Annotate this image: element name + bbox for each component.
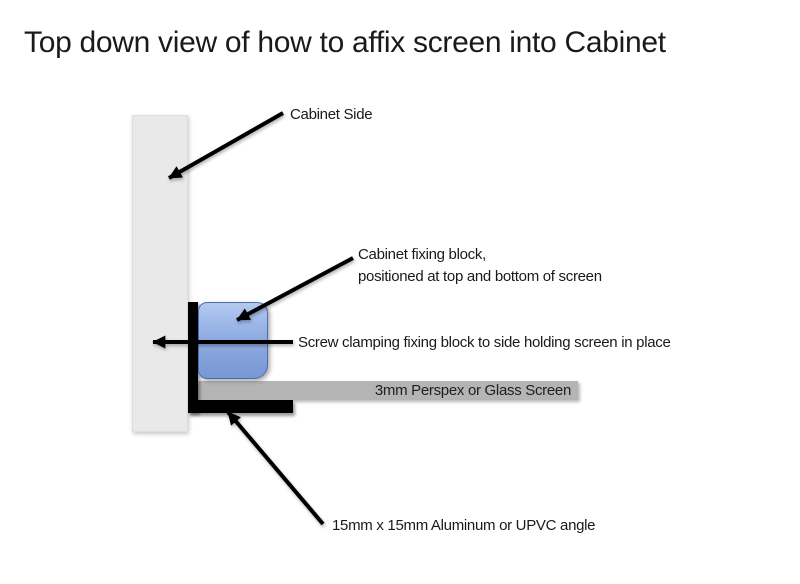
angle-bracket-horizontal-shape: [188, 400, 293, 413]
fixing-block-label-line1: Cabinet fixing block,: [358, 246, 486, 263]
angle-label: 15mm x 15mm Aluminum or UPVC angle: [332, 517, 596, 534]
cabinet-side-shape: [132, 115, 188, 432]
fixing-block-shape: [198, 302, 268, 379]
fixing-block-label-line2: positioned at top and bottom of screen: [358, 268, 602, 285]
page-title: Top down view of how to affix screen int…: [24, 26, 666, 59]
screw-clamp-label: Screw clamping fixing block to side hold…: [298, 334, 671, 351]
angle-arrow: [226, 410, 325, 526]
fixing-block-label: Cabinet fixing block, positioned at top …: [358, 244, 602, 288]
angle-bracket-vertical-shape: [188, 302, 198, 413]
screen-bar-shape: 3mm Perspex or Glass Screen: [198, 381, 578, 400]
cabinet-side-label: Cabinet Side: [290, 106, 373, 123]
